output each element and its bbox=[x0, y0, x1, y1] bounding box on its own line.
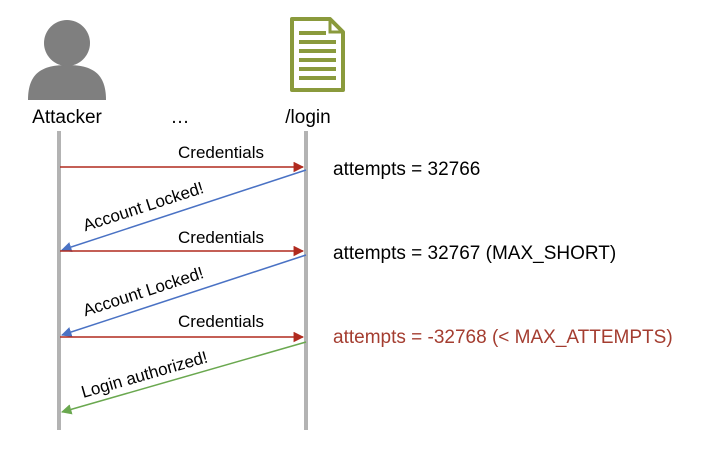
attempts-note: attempts = 32766 bbox=[333, 159, 480, 180]
attacker-label: Attacker bbox=[32, 107, 102, 128]
ellipsis-label: … bbox=[171, 107, 190, 128]
login-endpoint-label: /login bbox=[285, 107, 330, 128]
document-icon bbox=[290, 17, 345, 92]
message-arrow bbox=[61, 254, 307, 338]
message-label: Credentials bbox=[178, 228, 264, 247]
attempts-note-overflow: attempts = -32768 (< MAX_ATTEMPTS) bbox=[333, 327, 673, 348]
message-arrow bbox=[60, 341, 307, 415]
attempts-note: attempts = 32767 (MAX_SHORT) bbox=[333, 243, 616, 264]
message-arrow bbox=[61, 169, 307, 253]
message-label: Credentials bbox=[178, 312, 264, 331]
message-label: Credentials bbox=[178, 143, 264, 162]
message-label: Account Locked! bbox=[81, 178, 206, 235]
person-silhouette-icon bbox=[28, 20, 106, 100]
